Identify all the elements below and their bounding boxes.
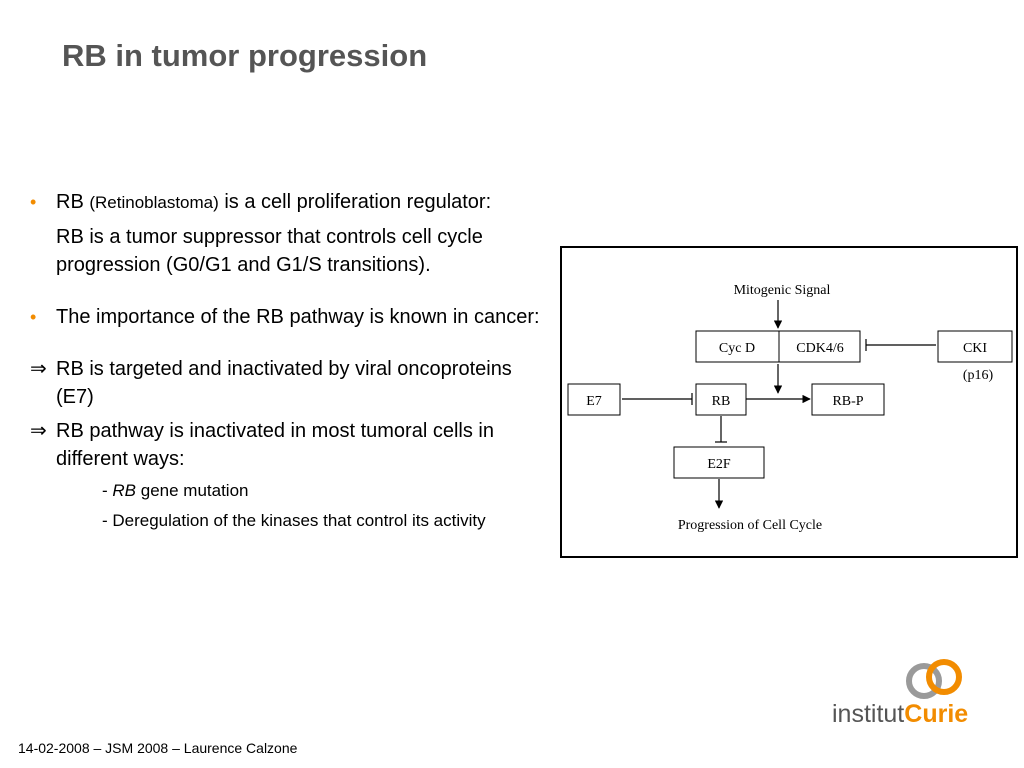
sub-text: - Deregulation of the kinases that contr… — [102, 511, 486, 530]
slide-footer: 14-02-2008 – JSM 2008 – Laurence Calzone — [18, 740, 298, 756]
rb-box — [695, 383, 747, 416]
rb-pathway-diagram: Mitogenic Signal Cyc D CDK4/6 CKI (p16) … — [560, 246, 1018, 558]
sub-item-rb-mutation: - RB gene mutation — [30, 479, 555, 503]
logo-wordmark: institutCurie — [832, 700, 968, 729]
bullet-list: • RB (Retinoblastoma) is a cell prolifer… — [30, 188, 555, 533]
logo-rings-icon — [906, 659, 962, 699]
rbp-box — [811, 383, 885, 416]
logo-word-institut: institut — [832, 700, 905, 728]
bullet-text: RB is a tumor suppressor that controls c… — [56, 226, 483, 276]
logo-word-curie: Curie — [904, 700, 969, 728]
sub-rb-italic: RB — [112, 481, 137, 500]
arrow-text: RB is targeted and inactivated by viral … — [56, 358, 512, 408]
slide-title: RB in tumor progression — [62, 38, 428, 73]
rbp-label: RB-P — [832, 394, 863, 409]
pathway-svg: Mitogenic Signal Cyc D CDK4/6 CKI (p16) … — [567, 283, 1013, 533]
implies-arrow-icon: ⇒ — [30, 420, 47, 442]
p16-label: (p16) — [963, 368, 994, 383]
e7-box — [567, 383, 621, 416]
sub-item-kinases: - Deregulation of the kinases that contr… — [30, 509, 555, 533]
e2f-label: E2F — [707, 457, 731, 472]
bullet-text-paren: (Retinoblastoma) — [89, 193, 219, 212]
bullet-dot-icon: • — [30, 307, 37, 327]
bullet-text: The importance of the RB pathway is know… — [56, 306, 540, 328]
bullet-text: RB — [56, 191, 90, 213]
arrow-item-tumoral: ⇒ RB pathway is inactivated in most tumo… — [30, 417, 555, 473]
bullet-item-rb-regulator: • RB (Retinoblastoma) is a cell prolifer… — [30, 188, 555, 217]
arrow-text: RB pathway is inactivated in most tumora… — [56, 420, 494, 470]
cycd-label: Cyc D — [719, 341, 755, 356]
sub-dash: - — [102, 481, 113, 500]
e2f-box — [673, 446, 765, 479]
bullet-item-pathway-cancer: • The importance of the RB pathway is kn… — [30, 303, 555, 331]
progression-label: Progression of Cell Cycle — [678, 518, 822, 533]
bullet-dot-icon: • — [30, 192, 37, 212]
implies-arrow-icon: ⇒ — [30, 358, 47, 380]
rb-label: RB — [712, 394, 731, 409]
e7-label: E7 — [586, 394, 602, 409]
institut-curie-logo: institutCurie — [832, 656, 972, 736]
cdk46-label: CDK4/6 — [796, 341, 843, 356]
bullet-text: is a cell proliferation regulator: — [218, 191, 492, 213]
cki-box — [937, 330, 1013, 363]
arrow-item-viral: ⇒ RB is targeted and inactivated by vira… — [30, 355, 555, 411]
cki-label: CKI — [963, 341, 987, 356]
sub-text: gene mutation — [136, 481, 249, 500]
mitogenic-signal-label: Mitogenic Signal — [734, 283, 831, 298]
bullet-continuation: RB is a tumor suppressor that controls c… — [30, 223, 555, 279]
cyclin-complex-box — [695, 330, 861, 363]
